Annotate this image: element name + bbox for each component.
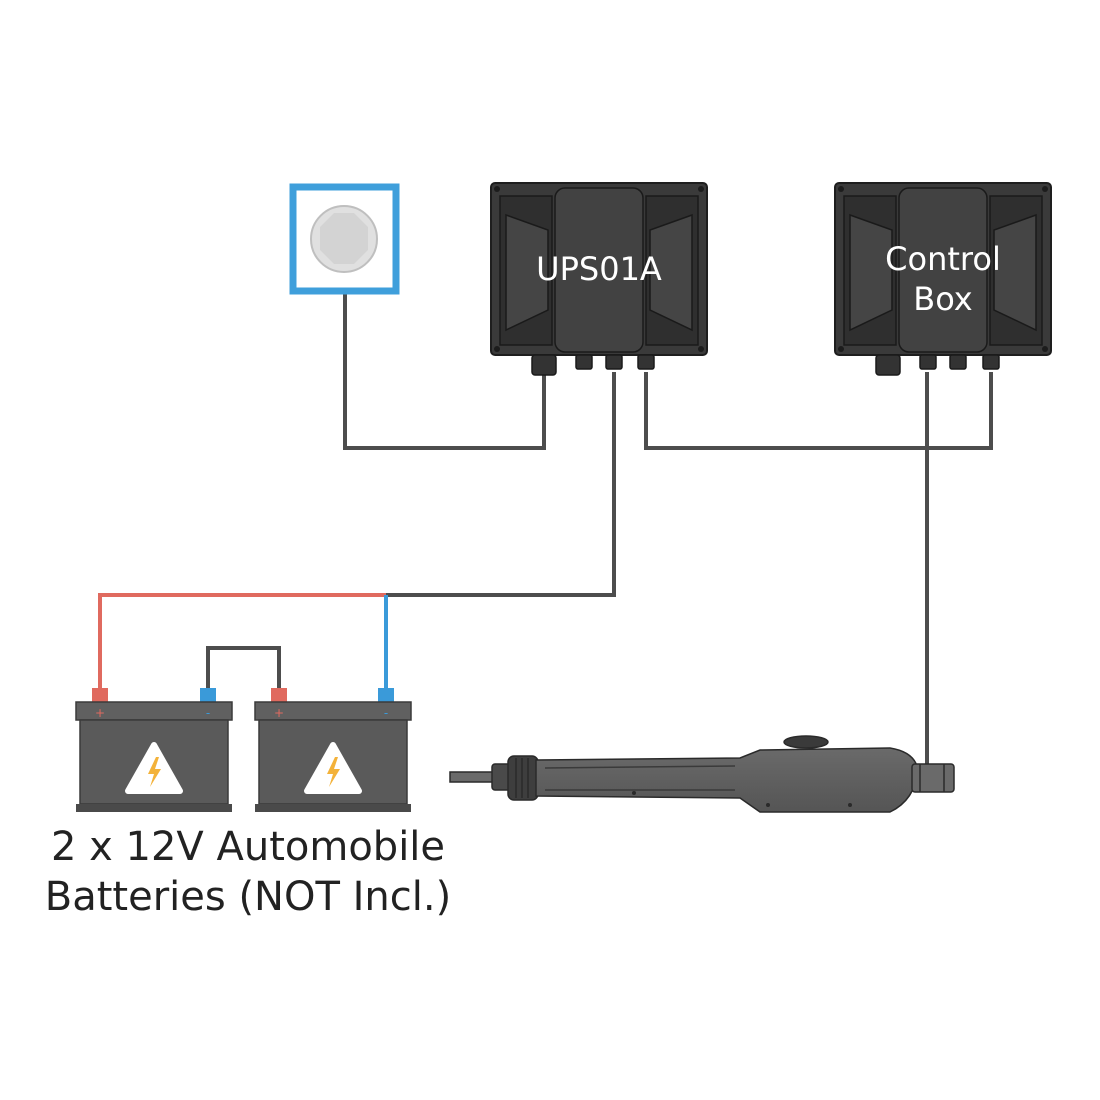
control-box-enclosure: Control Box [834,182,1052,376]
battery-right-negative-terminal [378,688,394,702]
battery-right: + - [254,688,412,812]
wall-outlet [289,183,400,295]
battery-left-negative-terminal [200,688,216,702]
linear-actuator [449,735,955,813]
outlet-socket-face [320,213,368,264]
control-box-label-line1: Control [885,240,1001,278]
ups-cable-glands [531,354,655,376]
ups-enclosure: UPS01A [490,182,708,376]
control-box-cable-glands [875,354,1000,376]
warning-high-voltage-icon [125,742,183,794]
battery-left-positive-terminal [92,688,108,702]
wire-ups-to-batteries [386,372,616,597]
battery-right-positive-terminal [271,688,287,702]
wire-ups-to-control-box [644,372,993,450]
battery-left: + - [75,688,233,812]
wire-outlet-to-ups [343,268,546,450]
battery-right-minus-mark: - [384,706,388,720]
battery-caption-line1: 2 x 12V Automobile [51,824,445,870]
wires [98,268,993,770]
ups-label: UPS01A [536,250,662,288]
wire-positive-red [98,593,386,690]
battery-caption-line2: Batteries (NOT Incl.) [45,874,451,920]
control-box-label-line2: Box [913,280,972,318]
battery-left-plus-mark: + [95,706,105,720]
wire-battery-link [206,646,281,692]
warning-high-voltage-icon [304,742,362,794]
battery-right-plus-mark: + [274,706,284,720]
battery-left-minus-mark: - [206,706,210,720]
